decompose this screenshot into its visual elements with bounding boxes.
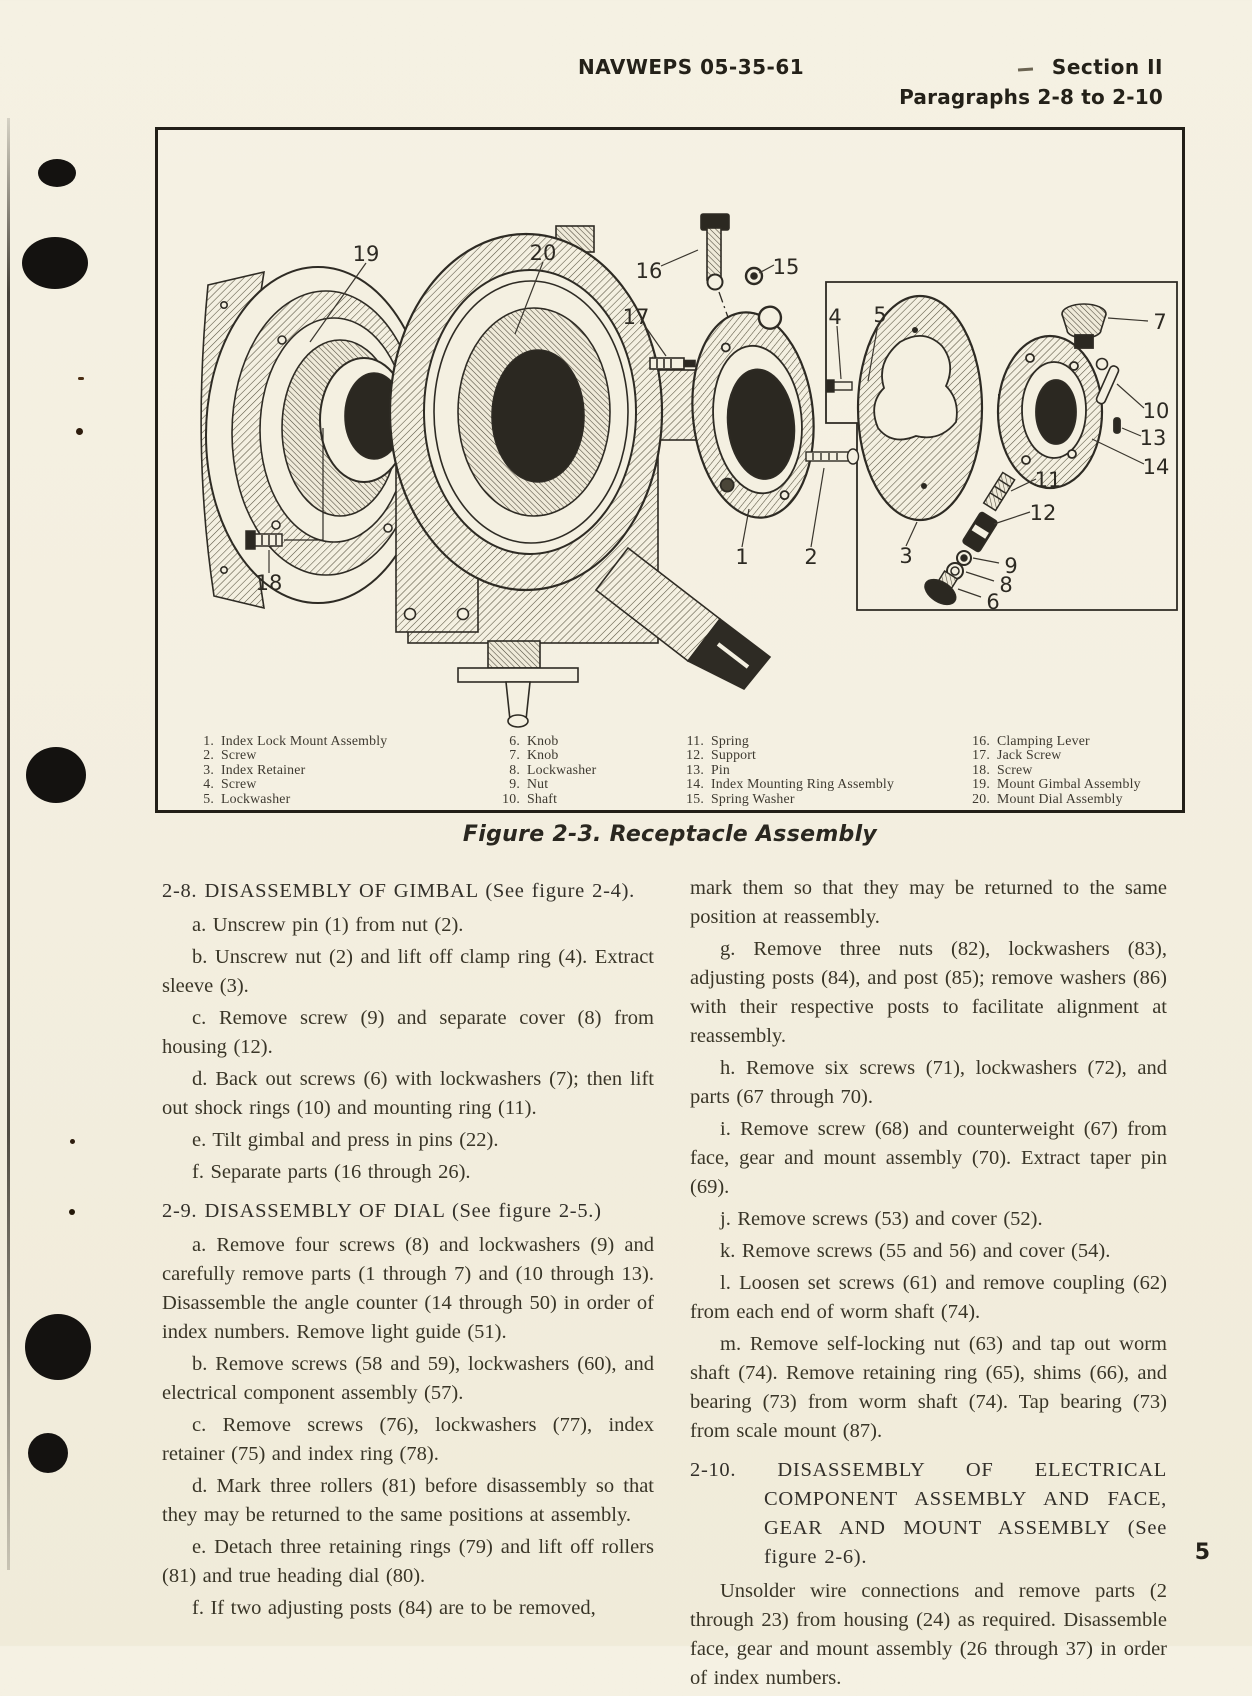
callout-10: 10 <box>1143 399 1170 423</box>
mount-gimbal-assembly-drawing <box>200 266 431 610</box>
callout-7: 7 <box>1153 310 1166 334</box>
part-item: 6.Knob <box>509 733 559 748</box>
para-2-10-body: Unsolder wire connections and remove par… <box>690 1580 1167 1689</box>
part-item: 4.Screw <box>203 776 257 792</box>
para-2-8-b: b. Unscrew nut (2) and lift off clamp ri… <box>162 946 654 997</box>
ink-blot <box>26 747 86 803</box>
para-2-9-k: k. Remove screws (55 and 56) and cover (… <box>720 1240 1111 1262</box>
para-2-9-f-continued: mark them so that they may be returned t… <box>690 877 1167 928</box>
parts-list-column: 6.Knob 7.Knob 8.Lockwasher 9.Nut 10.Shaf… <box>494 733 597 806</box>
part-item: 7.Knob <box>509 747 559 763</box>
callout-leader-lines <box>268 249 1149 598</box>
figure-caption: Figure 2-3. Receptacle Assembly <box>462 822 878 847</box>
callout-13: 13 <box>1140 426 1167 450</box>
ink-blot <box>22 237 88 289</box>
small-parts-chain-drawing <box>924 471 1016 606</box>
index-retainer-drawing <box>856 294 984 522</box>
para-2-9-f: f. If two adjusting posts (84) are to be… <box>192 1597 596 1619</box>
callout-4: 4 <box>828 305 841 329</box>
callout-2: 2 <box>804 545 817 569</box>
callout-9: 9 <box>1004 554 1017 578</box>
figure-2-3-box: 19 20 16 15 17 4 5 7 10 13 14 11 12 9 8 … <box>155 127 1185 813</box>
part-item: 2.Screw <box>203 747 257 763</box>
callout-11: 11 <box>1035 468 1062 492</box>
para-2-9-h: h. Remove six screws (71), lockwashers (… <box>690 1057 1167 1108</box>
ink-blot <box>28 1433 68 1473</box>
callout-14: 14 <box>1143 455 1170 479</box>
para-2-8-c: c. Remove screw (9) and separate cover (… <box>162 1007 654 1058</box>
part-item: 10.Shaft <box>502 790 558 806</box>
detail-box-outline <box>825 281 1178 611</box>
text-column-left: 2-8. DISASSEMBLY OF GIMBAL (See figure 2… <box>162 874 654 1626</box>
page-number: 5 <box>1194 1540 1210 1565</box>
para-2-8-e: e. Tilt gimbal and press in pins (22). <box>192 1129 499 1151</box>
para-2-8-d: d. Back out screws (6) with lockwashers … <box>162 1068 654 1119</box>
para-2-9-g: g. Remove three nuts (82), lockwashers (… <box>690 938 1167 1047</box>
part-item: 1.Index Lock Mount Assembly <box>203 733 388 748</box>
parts-list-column: 16.Clamping Lever 17.Jack Screw 18.Screw… <box>964 733 1141 806</box>
parts-list: 1.Index Lock Mount Assembly 2.Screw 3.In… <box>158 733 1182 812</box>
section-label: Section II <box>1051 55 1163 79</box>
part-item: 19.Mount Gimbal Assembly <box>972 776 1141 792</box>
callout-18: 18 <box>256 571 283 595</box>
part-item: 8.Lockwasher <box>509 761 597 777</box>
para-2-8-f: f. Separate parts (16 through 26). <box>192 1161 471 1183</box>
ink-speck <box>70 1139 75 1144</box>
callout-15: 15 <box>773 255 800 279</box>
para-2-9-d: d. Mark three rollers (81) before disass… <box>162 1475 654 1526</box>
index-lock-mount-drawing <box>691 305 815 519</box>
paragraphs-range: Paragraphs 2-8 to 2-10 <box>899 85 1163 109</box>
part-item: 9.Nut <box>509 776 549 792</box>
para-2-8-a: a. Unscrew pin (1) from nut (2). <box>192 914 464 936</box>
callout-17: 17 <box>623 305 650 329</box>
page-edge-shadow <box>7 118 10 1570</box>
para-2-9-m: m. Remove self-locking nut (63) and tap … <box>690 1333 1167 1442</box>
parts-list-column: 11.Spring 12.Support 13.Pin 14.Index Mou… <box>678 733 895 806</box>
callout-12: 12 <box>1030 501 1057 525</box>
callout-3: 3 <box>899 544 912 568</box>
ink-speck <box>69 1209 75 1215</box>
para-2-9-e: e. Detach three retaining rings (79) and… <box>162 1536 654 1587</box>
parts-list-column: 1.Index Lock Mount Assembly 2.Screw 3.In… <box>188 733 388 806</box>
para-2-9-c: c. Remove screws (76), lockwashers (77),… <box>162 1414 654 1465</box>
part-item: 5.Lockwasher <box>203 790 291 806</box>
callout-16: 16 <box>636 259 663 283</box>
para-2-8-heading: 2-8. DISASSEMBLY OF GIMBAL (See figure 2… <box>162 880 635 902</box>
index-mounting-ring-drawing <box>996 303 1121 490</box>
part-item: 12.Support <box>686 747 757 763</box>
para-2-9-b: b. Remove screws (58 and 59), lockwasher… <box>162 1353 654 1404</box>
receptacle-assembly-diagram: 19 20 16 15 17 4 5 7 10 13 14 11 12 9 8 … <box>200 213 1178 728</box>
part-item: 14.Index Mounting Ring Assembly <box>686 776 895 792</box>
callout-6: 6 <box>986 590 999 614</box>
ink-blot <box>38 159 76 187</box>
part-item: 15.Spring Washer <box>686 790 795 806</box>
text-column-right: mark them so that they may be returned t… <box>690 874 1167 1696</box>
print-artifact-dash <box>1017 67 1034 72</box>
ink-speck <box>76 428 83 435</box>
part-item: 13.Pin <box>686 761 731 777</box>
para-2-10-heading: 2-10. DISASSEMBLY OF ELECTRICAL COMPONEN… <box>690 1459 1167 1568</box>
part-item: 11.Spring <box>686 733 749 748</box>
ink-blot <box>25 1314 91 1380</box>
part-item: 17.Jack Screw <box>972 747 1062 763</box>
mount-dial-assembly-drawing <box>388 225 772 728</box>
callout-8: 8 <box>999 573 1012 597</box>
part-item: 20.Mount Dial Assembly <box>972 790 1123 806</box>
clamping-lever-drawing <box>649 213 764 397</box>
callout-19: 19 <box>353 242 380 266</box>
screw-18-drawing <box>245 428 324 550</box>
para-2-9-a: a. Remove four screws (8) and lockwasher… <box>162 1234 654 1343</box>
ink-speck <box>78 377 84 380</box>
callout-1: 1 <box>735 545 748 569</box>
para-2-9-j: j. Remove screws (53) and cover (52). <box>720 1208 1043 1230</box>
callout-20: 20 <box>530 241 557 265</box>
para-2-9-i: i. Remove screw (68) and counterweight (… <box>690 1118 1167 1198</box>
part-item: 3.Index Retainer <box>203 761 306 777</box>
para-2-9-heading: 2-9. DISASSEMBLY OF DIAL (See figure 2-5… <box>162 1200 602 1222</box>
part-item: 16.Clamping Lever <box>972 733 1090 748</box>
part-item: 18.Screw <box>972 761 1033 777</box>
doc-number: NAVWEPS 05-35-61 <box>578 55 805 79</box>
callout-5: 5 <box>873 303 886 327</box>
para-2-9-l: l. Loosen set screws (61) and remove cou… <box>690 1272 1167 1323</box>
